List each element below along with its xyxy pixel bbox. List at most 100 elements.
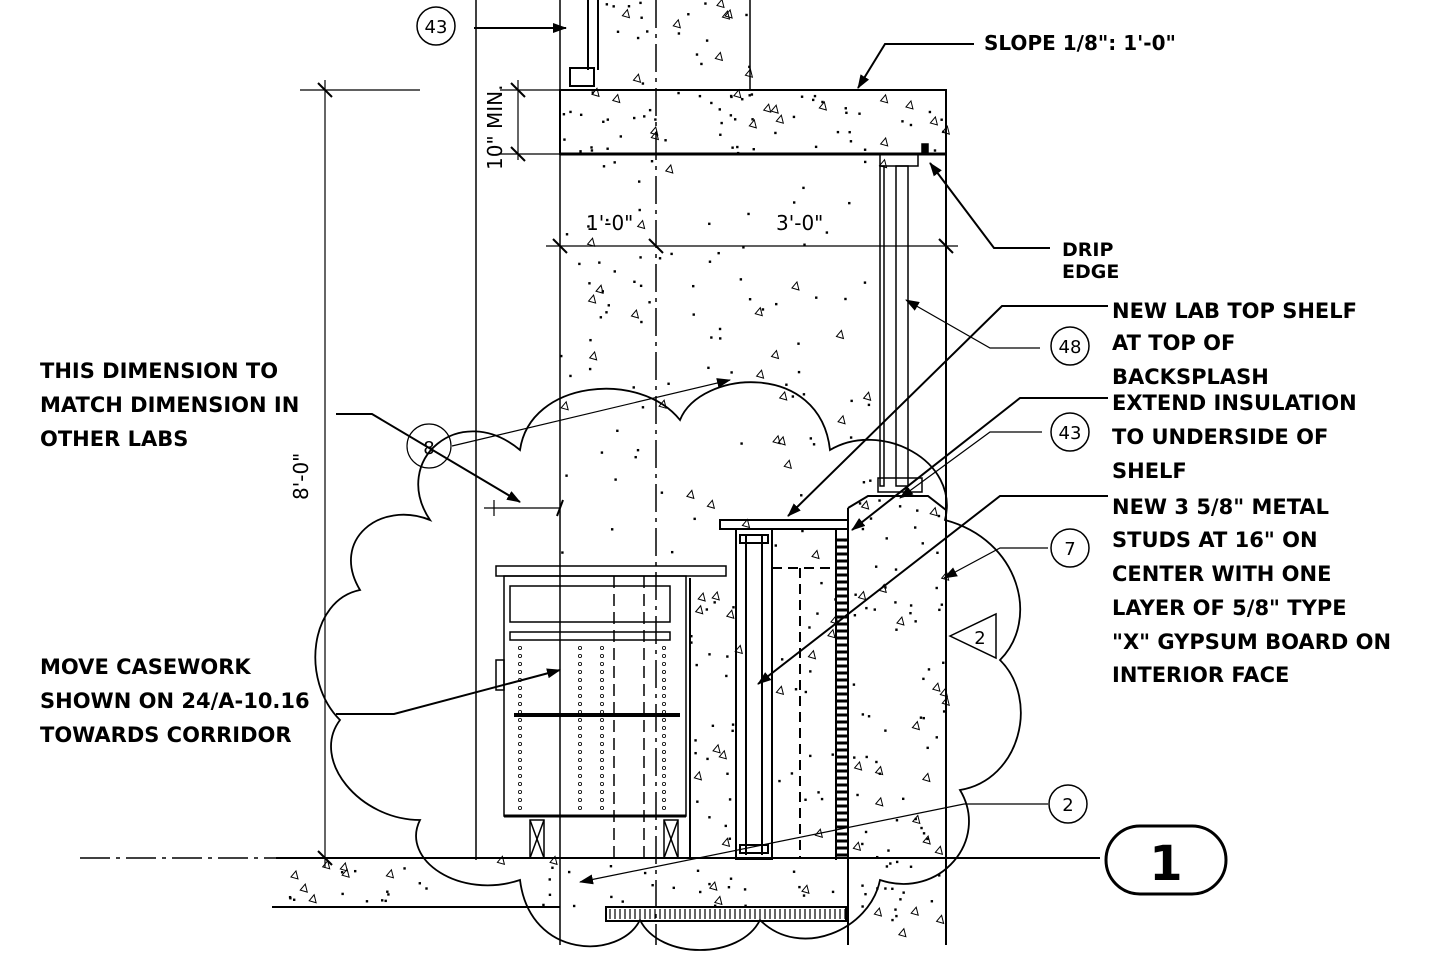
speckle [898,505,902,508]
casework-dot [662,750,667,755]
speckle [831,753,834,756]
speckle [705,39,709,42]
aggregate-mark [706,499,716,509]
speckle [641,406,645,409]
speckle [613,270,616,273]
aggregate-mark [664,163,674,174]
casework-dot [662,758,667,763]
aggregate-mark [807,649,817,660]
casework-dot [600,718,605,723]
speckle [935,736,938,739]
speckle [747,212,750,216]
speckle [864,892,867,896]
speckle [717,251,720,255]
speckle [919,716,923,719]
speckle [563,138,566,141]
speckle [672,886,675,890]
speckle [887,849,890,852]
speckle [561,551,564,554]
speckle [942,710,946,713]
aggregate-mark [588,350,598,361]
aggregate-mark [879,93,889,104]
casework-dot [662,718,667,723]
speckle [861,842,864,846]
note-line: BACKSPLASH [1112,365,1269,389]
speckle [914,620,917,623]
speckle [353,869,357,873]
speckle [845,111,848,115]
speckle [606,118,610,121]
speckle [885,865,889,868]
aggregate-mark [650,130,660,141]
speckle [640,320,643,324]
speckle [700,62,703,66]
speckle [895,819,899,822]
speckle [633,280,636,283]
speckle [696,869,700,872]
note-line: TOWARDS CORRIDOR [40,723,292,747]
casework-dot [662,742,667,747]
speckle [894,601,897,604]
speckle [606,147,609,150]
aggregate-mark [339,861,349,872]
casework-dot [600,710,605,715]
speckle [696,800,699,803]
speckle [710,101,713,105]
speckle [607,304,610,307]
aggregate-mark [905,99,914,110]
note-drip: DRIP EDGE [1062,239,1119,283]
wall-lines [475,0,751,945]
speckle [565,474,568,477]
note-lab-top: NEW LAB TOP SHELF AT TOP OF BACKSPLASH [1112,299,1357,389]
casework-dot [518,710,523,715]
speckle [731,146,734,149]
casework-dot [600,678,605,683]
speckle [692,284,695,288]
speckle [895,628,898,631]
casework-dot [662,790,667,795]
speckle [708,653,711,656]
speckle [791,395,795,398]
speckle [901,120,904,123]
aggregate-mark [879,136,889,147]
note-line: NEW 3 5/8" METAL [1112,495,1329,519]
casework-dot [578,686,583,691]
aggregate-mark [713,895,723,906]
speckle [569,110,572,114]
note-line: SHOWN ON 24/A-10.16 [40,689,310,713]
speckle [778,779,781,783]
tag-43-mid-text: 43 [1059,423,1082,444]
speckle [664,139,667,142]
speckle [878,499,881,502]
speckle [660,491,664,494]
speckle [670,252,673,256]
aggregate-mark [697,591,706,602]
aggregate-mark [595,284,604,294]
aggregate-mark [853,760,863,771]
tag-43-top-text: 43 [425,17,448,38]
aggregate-mark [712,743,721,754]
casework-dot [578,710,583,715]
tag-2-low: 2 [1048,784,1088,824]
aggregate-mark [716,0,725,9]
speckle [926,746,929,750]
tag-7-text: 7 [1064,539,1075,560]
speckle [707,366,710,370]
speckle [858,502,862,505]
aggregate-mark [922,834,931,845]
speckle [812,443,816,446]
speckle [922,716,925,720]
speckle [940,603,944,606]
aggregate-mark [852,841,862,852]
speckle [600,451,604,454]
casework-dot [662,646,667,651]
dim-right-width: 3'-0" [776,211,823,235]
casework-dot [518,742,523,747]
speckle [578,262,581,266]
speckle [926,837,929,841]
speckle [864,830,868,834]
casework-dot [578,734,583,739]
casework-dot [600,670,605,675]
aggregate-mark [873,906,883,917]
speckle [690,634,693,638]
